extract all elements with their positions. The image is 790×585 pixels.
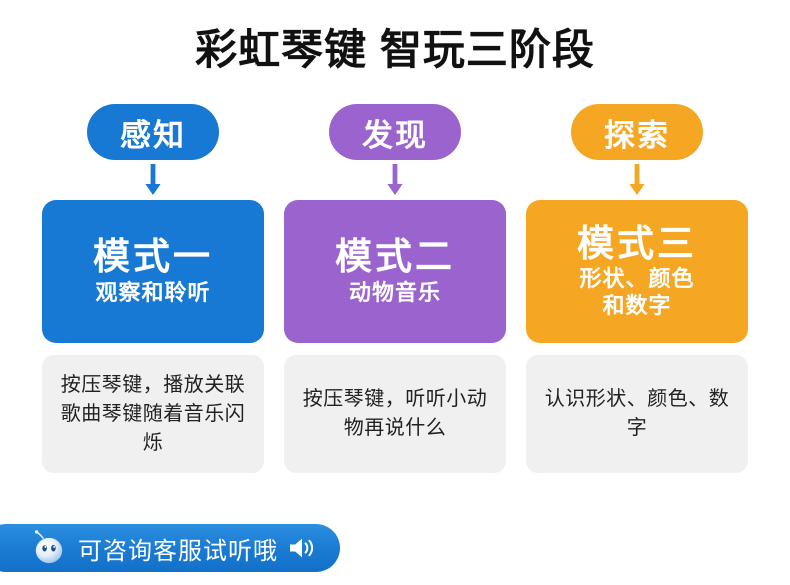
- mode-card-subtitle: 观察和聆听: [95, 279, 211, 305]
- description-text: 按压琴键，听听小动物再说什么: [302, 388, 488, 439]
- mode-card-title: 模式二: [335, 236, 455, 278]
- description-box-1: 按压琴键，播放关联歌曲琴键随着音乐闪烁: [42, 355, 264, 473]
- mode-card-title: 模式三: [577, 222, 697, 264]
- consult-cta-bar[interactable]: 可咨询客服试听哦: [0, 524, 340, 572]
- stage-badge-explore[interactable]: 探索: [571, 104, 703, 160]
- mode-card-1[interactable]: 模式一 观察和聆听: [42, 200, 264, 343]
- mascot-face-icon: [30, 529, 68, 567]
- speaker-sound-icon[interactable]: [288, 535, 316, 561]
- arrow-down-icon: [627, 160, 647, 200]
- stage-column-2: 发现 模式二 动物音乐 按压琴键，听听小动物再说什么: [284, 104, 506, 473]
- consult-cta-label: 可咨询客服试听哦: [78, 537, 278, 565]
- stage-column-3: 探索 模式三 形状、颜色和数字 认识形状、颜色、数字: [526, 104, 748, 473]
- mode-card-3[interactable]: 模式三 形状、颜色和数字: [526, 200, 748, 343]
- mode-card-subtitle: 动物音乐: [348, 279, 441, 305]
- description-text: 认识形状、颜色、数字: [544, 388, 730, 439]
- description-text: 按压琴键，播放关联歌曲琴键随着音乐闪烁: [60, 373, 246, 454]
- arrow-down-icon: [385, 160, 405, 200]
- arrow-down-icon: [143, 160, 163, 200]
- page-title: 彩虹琴键 智玩三阶段: [195, 26, 595, 73]
- stage-badge-perceive[interactable]: 感知: [87, 104, 219, 160]
- description-box-2: 按压琴键，听听小动物再说什么: [284, 355, 506, 473]
- stage-column-1: 感知 模式一 观察和聆听 按压琴键，播放关联歌曲琴键随着音乐闪烁: [42, 104, 264, 473]
- stage-badge-discover[interactable]: 发现: [329, 104, 461, 160]
- stage-columns: 感知 模式一 观察和聆听 按压琴键，播放关联歌曲琴键随着音乐闪烁 发现 模式二 …: [42, 104, 748, 473]
- mode-card-title: 模式一: [93, 236, 213, 278]
- mode-card-subtitle: 形状、颜色和数字: [579, 266, 695, 319]
- description-box-3: 认识形状、颜色、数字: [526, 355, 748, 473]
- mode-card-2[interactable]: 模式二 动物音乐: [284, 200, 506, 343]
